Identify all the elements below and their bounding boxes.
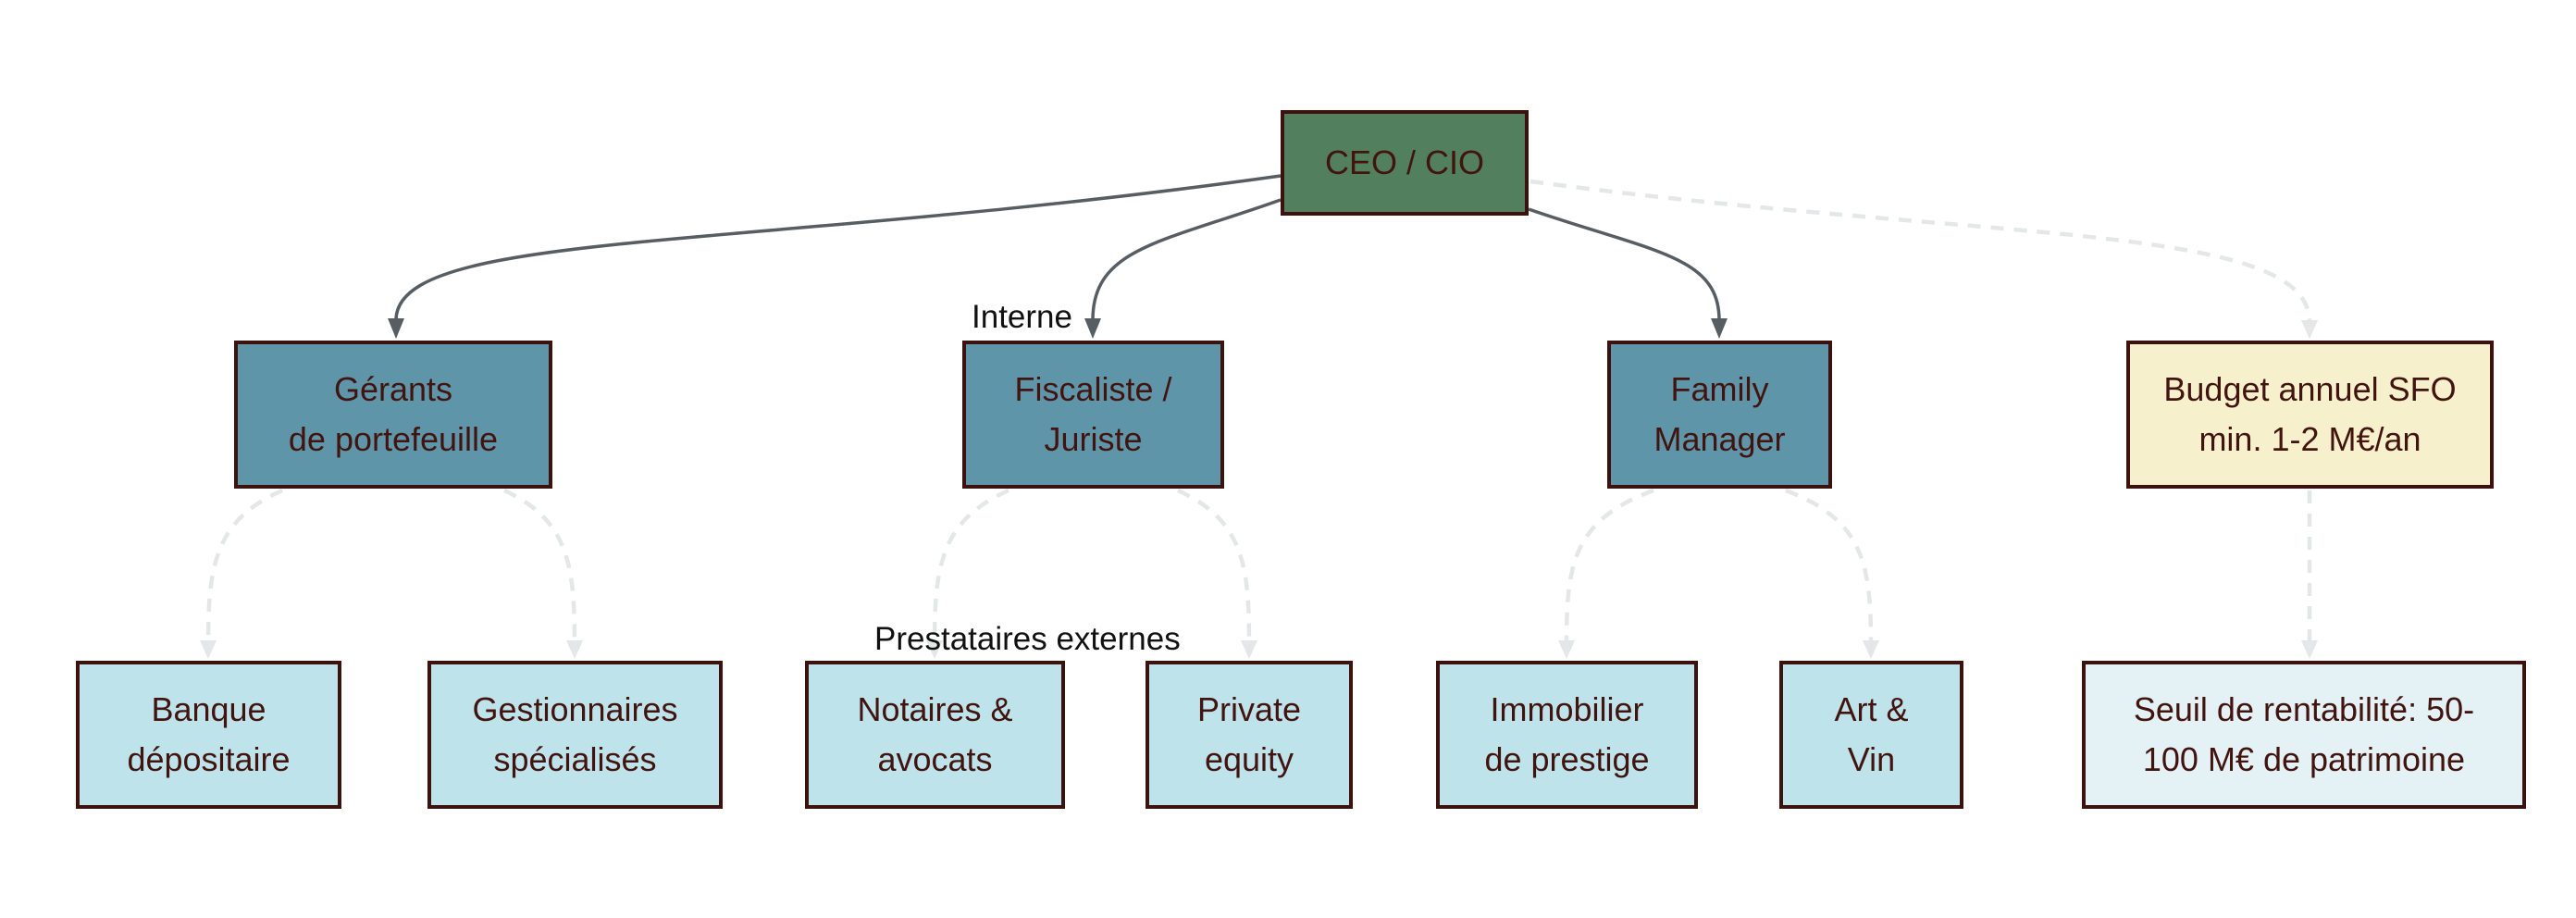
node-gestionnaires-specialises-label: Gestionnaires spécialisés (472, 690, 678, 778)
node-gerants-portefeuille-label: Gérants de portefeuille (288, 370, 499, 458)
node-ceo-cio-label: CEO / CIO (1324, 143, 1485, 181)
node-immobilier-prestige-label: Immobilier de prestige (1484, 690, 1650, 778)
node-budget-annuel: Budget annuel SFO min. 1-2 M€/an (2126, 341, 2494, 489)
node-private-equity-label: Private equity (1196, 690, 1302, 778)
node-ceo-cio: CEO / CIO (1281, 110, 1529, 216)
node-gerants-portefeuille: Gérants de portefeuille (234, 341, 552, 489)
connector-gerants-gestionnaires (503, 488, 577, 645)
arrowhead-fiscaliste-notaires (926, 640, 943, 659)
node-seuil-rentabilite-label: Seuil de rentabilité: 50- 100 M€ de patr… (2133, 690, 2475, 778)
node-art-vin-label: Art & Vin (1834, 690, 1909, 778)
node-private-equity: Private equity (1146, 661, 1353, 809)
connector-ceo-fiscaliste (1091, 198, 1282, 321)
node-family-manager-label: Family Manager (1653, 370, 1786, 458)
node-banque-depositaire: Banque dépositaire (76, 661, 341, 809)
node-fiscaliste-juriste: Fiscaliste / Juriste (962, 341, 1224, 489)
connector-fiscaliste-private-equity (1177, 488, 1252, 645)
arrowhead-fiscaliste-private-equity (1241, 640, 1257, 659)
arrowhead-ceo-fiscaliste (1084, 318, 1101, 339)
connector-family-immobilier (1564, 488, 1654, 645)
connector-fiscaliste-notaires (932, 488, 1009, 645)
node-seuil-rentabilite: Seuil de rentabilité: 50- 100 M€ de patr… (2082, 661, 2526, 809)
connector-gerants-banque (205, 488, 283, 645)
arrowhead-ceo-budget (2301, 320, 2318, 339)
arrowhead-gerants-banque (200, 640, 217, 659)
arrowhead-budget-seuil (2301, 640, 2318, 659)
node-notaires-avocats-label: Notaires & avocats (857, 690, 1013, 778)
node-fiscaliste-juriste-label: Fiscaliste / Juriste (1014, 370, 1172, 458)
node-banque-depositaire-label: Banque dépositaire (127, 690, 291, 778)
connector-ceo-family (1528, 207, 1721, 321)
connector-ceo-budget (1530, 179, 2312, 323)
label-interne: Interne (972, 299, 1072, 335)
arrowhead-gerants-gestionnaires (566, 640, 583, 659)
connector-family-art-vin (1785, 488, 1874, 645)
node-notaires-avocats: Notaires & avocats (805, 661, 1065, 809)
arrowhead-ceo-gerants (388, 318, 404, 339)
arrowhead-ceo-family (1711, 318, 1728, 339)
label-prestataires-externes: Prestataires externes (874, 621, 1181, 657)
node-family-manager: Family Manager (1607, 341, 1832, 489)
arrowhead-family-immobilier (1558, 640, 1575, 659)
node-budget-annuel-label: Budget annuel SFO min. 1-2 M€/an (2163, 370, 2457, 458)
node-immobilier-prestige: Immobilier de prestige (1436, 661, 1698, 809)
node-gestionnaires-specialises: Gestionnaires spécialisés (427, 661, 723, 809)
connector-ceo-gerants (394, 174, 1282, 321)
arrowhead-family-art-vin (1863, 640, 1879, 659)
node-art-vin: Art & Vin (1779, 661, 1963, 809)
